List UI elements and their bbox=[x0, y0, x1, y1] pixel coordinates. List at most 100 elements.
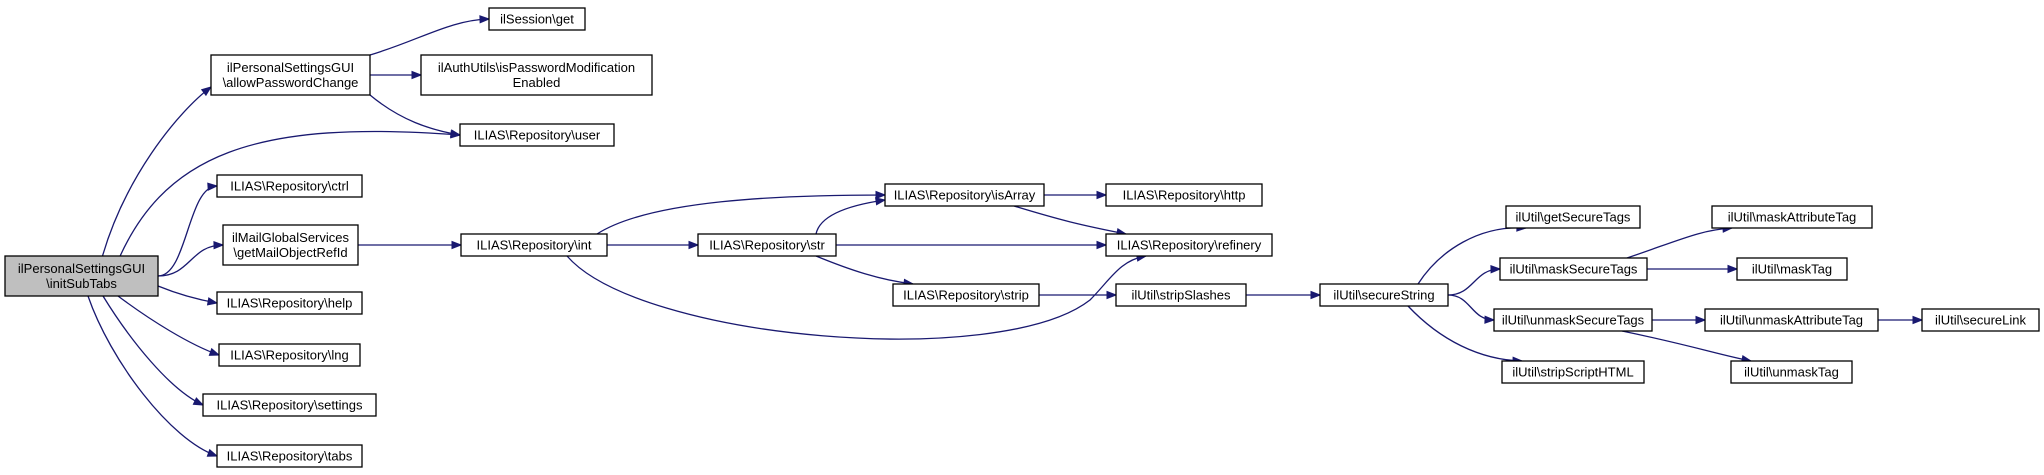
node-box bbox=[1115, 283, 1247, 307]
node-label: ILIAS\Repository\ctrl bbox=[230, 179, 349, 194]
node-box bbox=[1501, 360, 1645, 384]
node-box bbox=[218, 343, 361, 367]
node-box bbox=[459, 123, 615, 147]
node-label: ILIAS\Repository\refinery bbox=[1117, 238, 1262, 253]
node-refinery[interactable]: ILIAS\Repository\refinery bbox=[1105, 233, 1273, 257]
node-user[interactable]: ILIAS\Repository\user bbox=[459, 123, 615, 147]
arrowhead-icon bbox=[1695, 315, 1707, 325]
node-allow-pwd[interactable]: ilPersonalSettingsGUI\allowPasswordChang… bbox=[210, 54, 371, 96]
node-unmask-tag[interactable]: ilUtil\unmaskTag bbox=[1730, 360, 1853, 384]
node-box bbox=[216, 444, 363, 468]
node-box bbox=[216, 174, 363, 198]
node-label: ILIAS\Repository\help bbox=[227, 296, 353, 311]
node-int[interactable]: ILIAS\Repository\int bbox=[460, 233, 608, 257]
node-label: \allowPasswordChange bbox=[223, 75, 359, 90]
edge-str-to-is-array bbox=[815, 199, 886, 235]
node-label: ilUtil\getSecureTags bbox=[1516, 210, 1631, 225]
node-label: ilPersonalSettingsGUI bbox=[227, 60, 354, 75]
node-label: ilUtil\maskTag bbox=[1752, 262, 1832, 277]
node-label: ilSession\get bbox=[500, 12, 574, 27]
arrowhead-icon bbox=[1912, 315, 1924, 325]
arrowhead-icon bbox=[1484, 315, 1496, 324]
node-box bbox=[1736, 257, 1848, 281]
node-lng[interactable]: ILIAS\Repository\lng bbox=[218, 343, 361, 367]
node-auth-utils[interactable]: ilAuthUtils\isPasswordModificationEnable… bbox=[420, 54, 653, 96]
node-secure-string[interactable]: ilUtil\secureString bbox=[1319, 283, 1449, 307]
node-label: ILIAS\Repository\tabs bbox=[227, 449, 353, 464]
node-box bbox=[884, 183, 1045, 207]
node-box bbox=[1711, 205, 1873, 229]
edge-layer bbox=[87, 15, 1924, 457]
node-session-get[interactable]: ilSession\get bbox=[488, 7, 586, 31]
node-box bbox=[210, 54, 371, 96]
node-label: ilUtil\maskSecureTags bbox=[1510, 262, 1638, 277]
node-root[interactable]: ilPersonalSettingsGUI\initSubTabs bbox=[4, 255, 159, 297]
arrowhead-icon bbox=[1096, 240, 1108, 250]
node-box bbox=[1730, 360, 1853, 384]
node-settings[interactable]: ILIAS\Repository\settings bbox=[202, 393, 377, 417]
node-box bbox=[697, 233, 837, 257]
edge-root-to-user bbox=[112, 130, 461, 274]
node-label: \getMailObjectRefId bbox=[233, 245, 347, 260]
node-label: \initSubTabs bbox=[46, 276, 117, 291]
node-box bbox=[1505, 205, 1641, 229]
node-label: ILIAS\Repository\isArray bbox=[894, 188, 1036, 203]
node-box bbox=[1319, 283, 1449, 307]
arrowhead-icon bbox=[874, 197, 887, 206]
arrowhead-icon bbox=[1096, 190, 1108, 200]
arrowhead-icon bbox=[875, 190, 887, 200]
arrowhead-icon bbox=[1490, 265, 1502, 274]
node-unmask-secure-tags[interactable]: ilUtil\unmaskSecureTags bbox=[1493, 308, 1653, 332]
arrowhead-icon bbox=[192, 397, 205, 406]
arrowhead-icon bbox=[1727, 264, 1739, 274]
arrowhead-icon bbox=[411, 70, 423, 80]
edge-root-to-settings bbox=[102, 295, 204, 406]
node-mask-secure-tags[interactable]: ilUtil\maskSecureTags bbox=[1499, 257, 1648, 281]
node-is-array[interactable]: ILIAS\Repository\isArray bbox=[884, 183, 1045, 207]
node-label: ilUtil\stripScriptHTML bbox=[1512, 365, 1633, 380]
node-unmask-attribute-tag[interactable]: ilUtil\unmaskAttributeTag bbox=[1704, 308, 1879, 332]
node-label: ilPersonalSettingsGUI bbox=[18, 261, 145, 276]
node-label: ILIAS\Repository\str bbox=[709, 238, 825, 253]
arrowhead-icon bbox=[479, 15, 491, 24]
node-label: ILIAS\Repository\int bbox=[477, 238, 592, 253]
node-http[interactable]: ILIAS\Repository\http bbox=[1105, 183, 1263, 207]
node-label: ILIAS\Repository\http bbox=[1123, 188, 1246, 203]
node-mail-global[interactable]: ilMailGlobalServices\getMailObjectRefId bbox=[222, 224, 359, 266]
node-get-secure-tags[interactable]: ilUtil\getSecureTags bbox=[1505, 205, 1641, 229]
node-box bbox=[420, 54, 653, 96]
node-box bbox=[1921, 308, 2040, 332]
arrowhead-icon bbox=[200, 86, 213, 97]
node-box bbox=[460, 233, 608, 257]
node-help[interactable]: ILIAS\Repository\help bbox=[216, 291, 363, 315]
node-mask-tag[interactable]: ilUtil\maskTag bbox=[1736, 257, 1848, 281]
node-label: ilAuthUtils\isPasswordModification bbox=[438, 60, 635, 75]
edge-int-to-is-array bbox=[596, 194, 886, 235]
node-tabs[interactable]: ILIAS\Repository\tabs bbox=[216, 444, 363, 468]
node-box bbox=[216, 291, 363, 315]
node-mask-attribute-tag[interactable]: ilUtil\maskAttributeTag bbox=[1711, 205, 1873, 229]
arrowhead-icon bbox=[206, 297, 219, 306]
edge-secure-string-to-unmask-secure-tags bbox=[1447, 294, 1495, 321]
arrowhead-icon bbox=[688, 240, 700, 250]
edge-allow-pwd-to-user bbox=[369, 94, 461, 136]
node-box bbox=[892, 283, 1040, 307]
node-box bbox=[222, 224, 359, 266]
edge-root-to-lng bbox=[117, 295, 220, 356]
node-label: ILIAS\Repository\user bbox=[474, 128, 601, 143]
edge-int-to-refinery bbox=[566, 255, 1147, 340]
node-secure-link[interactable]: ilUtil\secureLink bbox=[1921, 308, 2040, 332]
node-strip-slashes[interactable]: ilUtil\stripSlashes bbox=[1115, 283, 1247, 307]
node-strip[interactable]: ILIAS\Repository\strip bbox=[892, 283, 1040, 307]
node-box bbox=[202, 393, 377, 417]
node-strip-script-html[interactable]: ilUtil\stripScriptHTML bbox=[1501, 360, 1645, 384]
node-str[interactable]: ILIAS\Repository\str bbox=[697, 233, 837, 257]
node-ctrl[interactable]: ILIAS\Repository\ctrl bbox=[216, 174, 363, 198]
node-box bbox=[1105, 233, 1273, 257]
edge-allow-pwd-to-session-get bbox=[369, 18, 490, 56]
arrowhead-icon bbox=[451, 240, 463, 250]
arrowhead-icon bbox=[208, 347, 221, 356]
node-label: ilUtil\secureLink bbox=[1935, 313, 2027, 328]
node-label: ilUtil\secureString bbox=[1333, 288, 1434, 303]
